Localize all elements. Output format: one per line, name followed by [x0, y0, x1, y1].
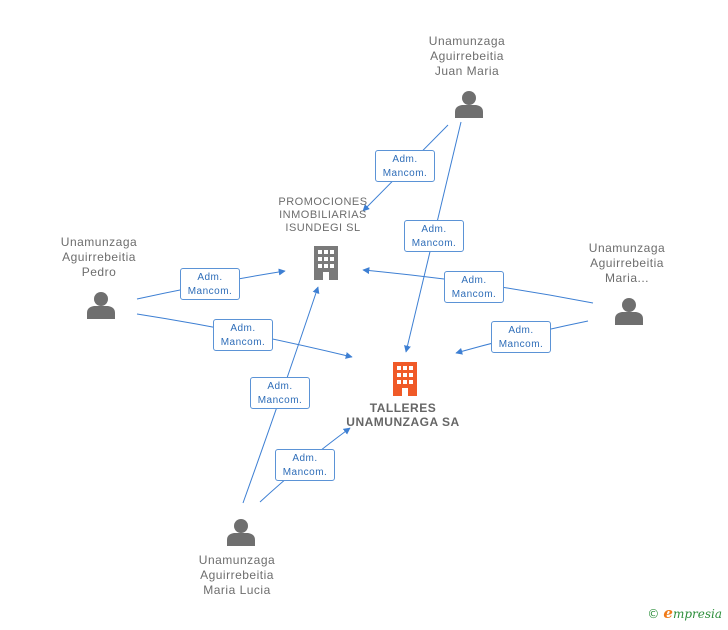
building-icon	[393, 362, 417, 396]
edge-label-pedro-promociones: Adm.Mancom.	[180, 268, 240, 300]
person-icon	[455, 91, 483, 118]
building-icon	[314, 246, 338, 280]
footer-brand: ©empresia	[647, 604, 722, 622]
edge-label-lucia-promociones: Adm.Mancom.	[250, 377, 310, 409]
person-icon	[615, 298, 643, 325]
edge-label-maria-promociones: Adm.Mancom.	[444, 271, 504, 303]
brand-name: mpresia	[672, 607, 722, 621]
edge-label-lucia-talleres: Adm.Mancom.	[275, 449, 335, 481]
edge-label-pedro-talleres: Adm.Mancom.	[213, 319, 273, 351]
edge-label-juan-talleres: Adm.Mancom.	[404, 220, 464, 252]
person-icon	[87, 292, 115, 319]
brand-initial: e	[663, 604, 673, 622]
edge-label-juan-promociones: Adm.Mancom.	[375, 150, 435, 182]
edge-label-maria-talleres: Adm.Mancom.	[491, 321, 551, 353]
copyright-icon: ©	[647, 607, 660, 621]
person-icon	[227, 519, 255, 546]
